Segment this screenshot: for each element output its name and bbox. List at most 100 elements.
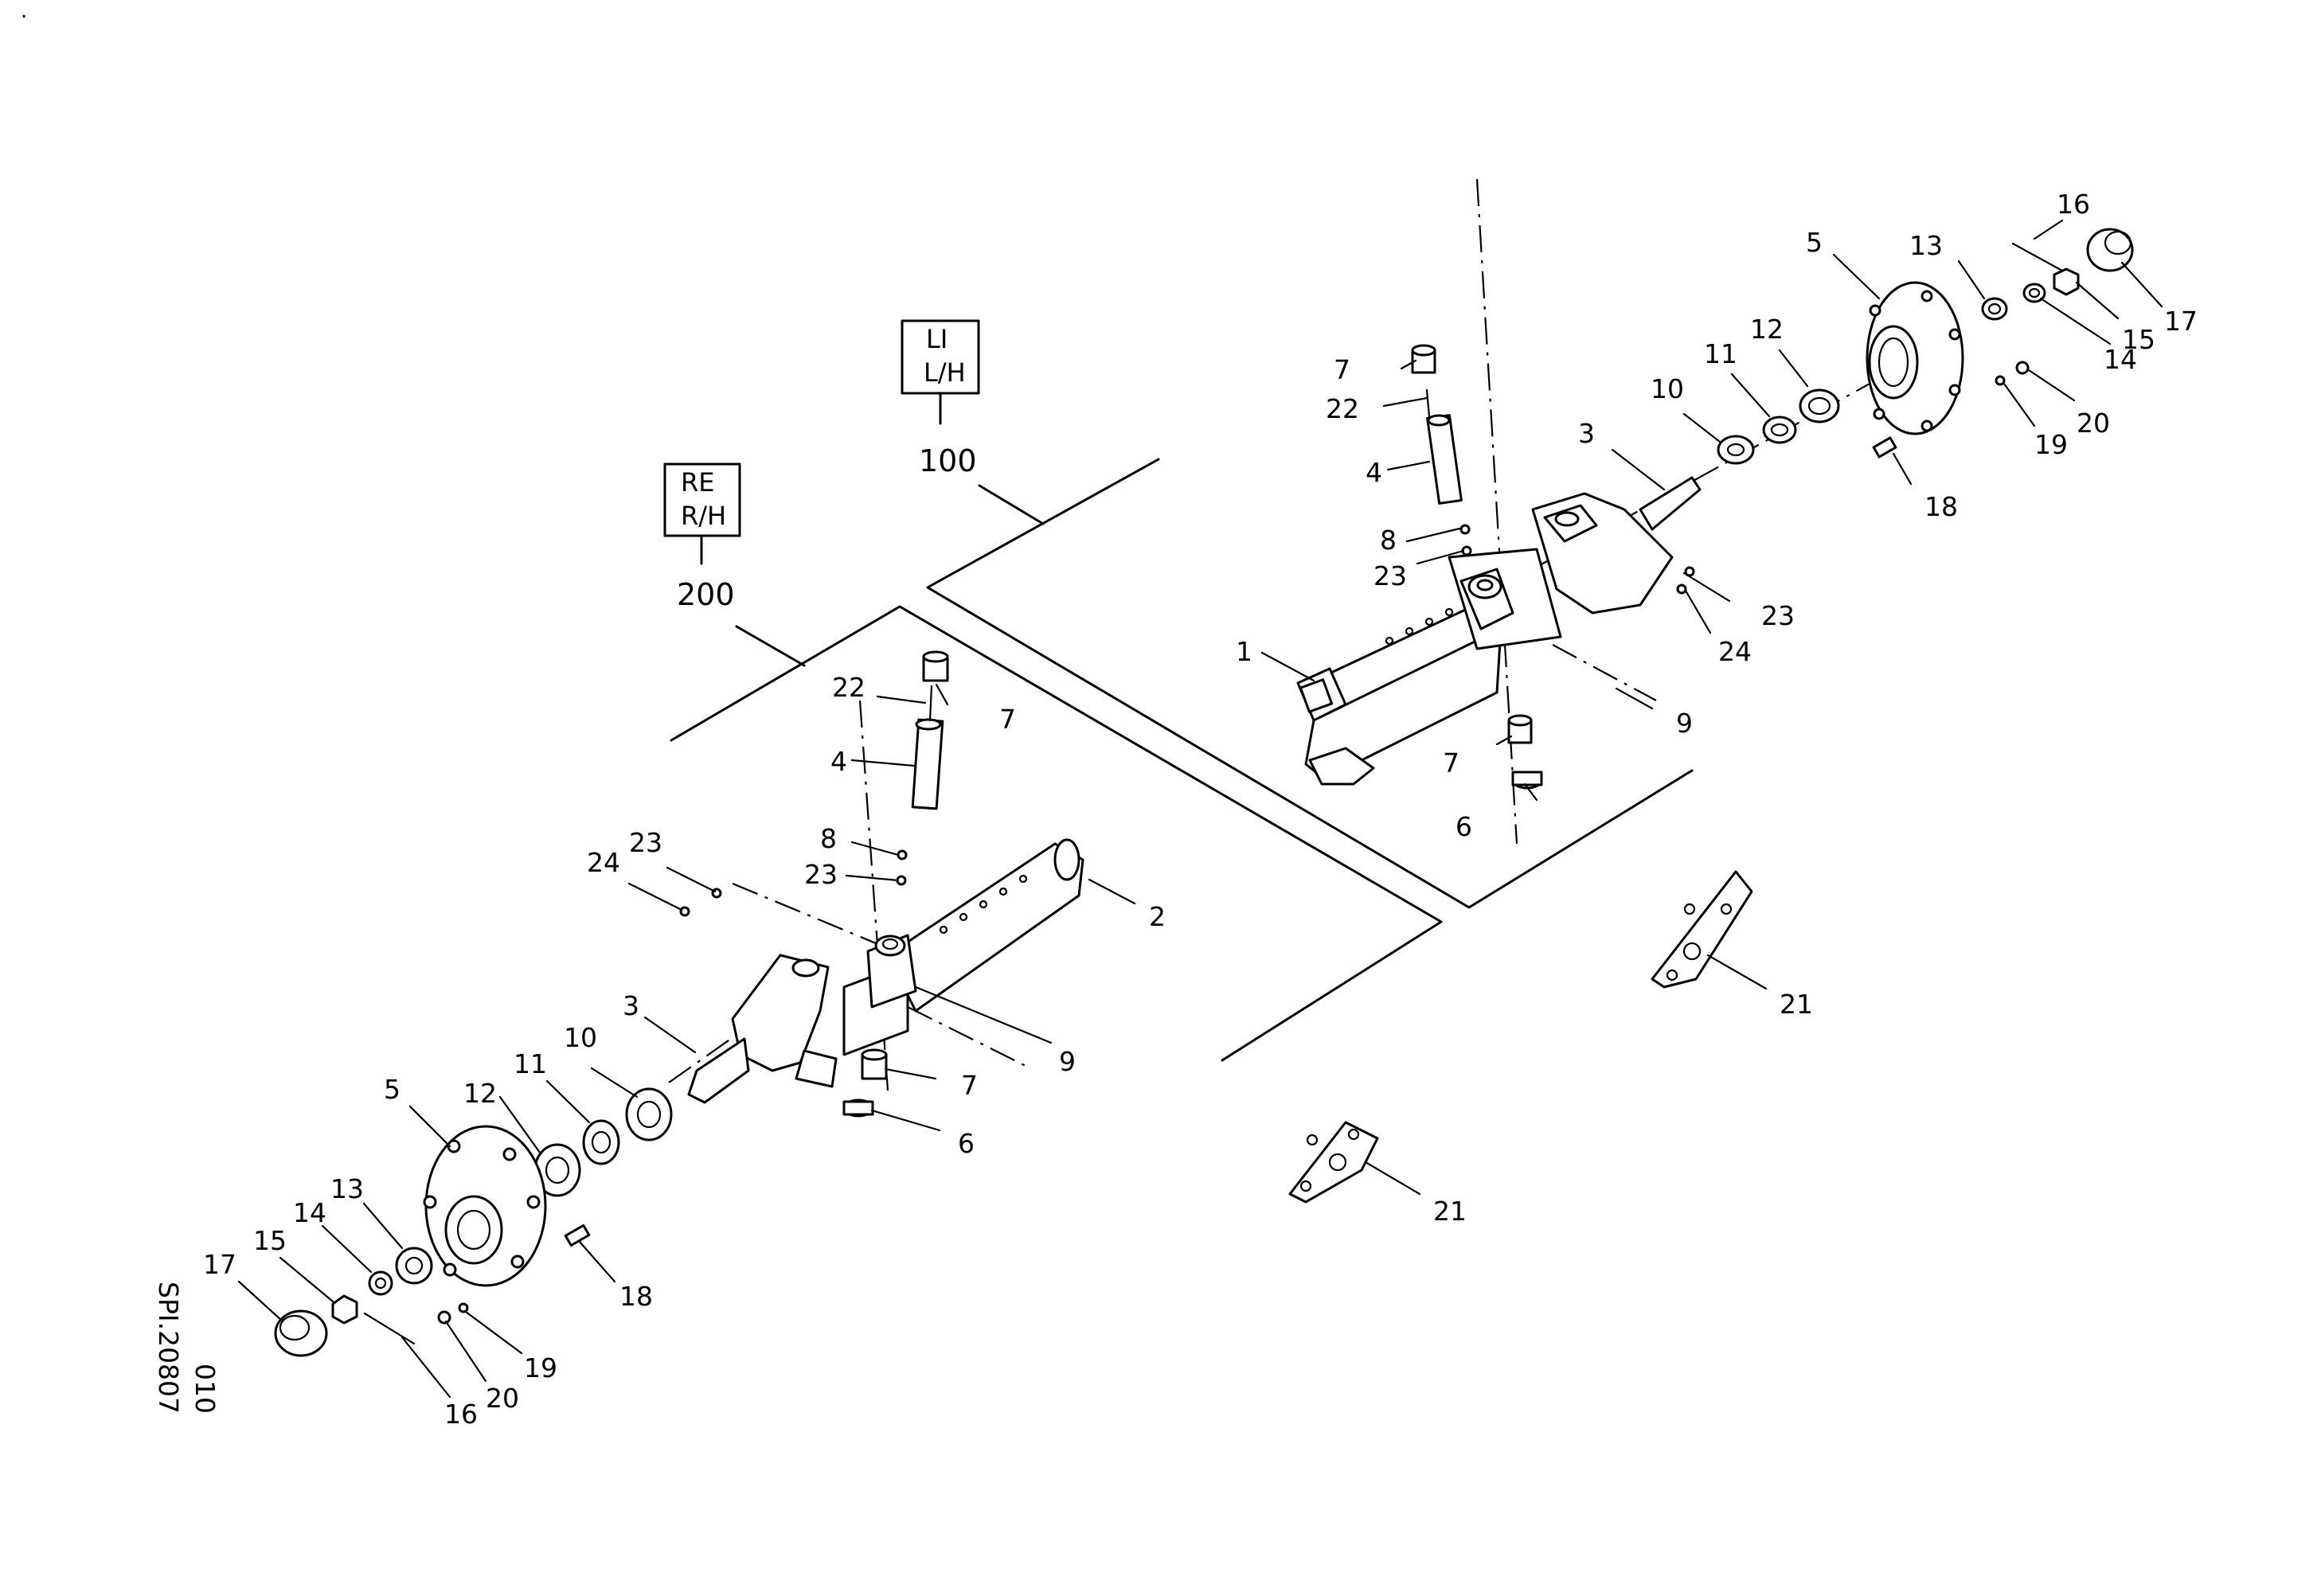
callout-lh-3: 3 — [1578, 418, 1595, 449]
group-lh-line2: L/H — [924, 357, 966, 388]
lh-bearing-13 — [1981, 297, 2008, 321]
rh-bearing-12 — [533, 1143, 581, 1197]
callout-lh-24: 24 — [1718, 636, 1752, 667]
callout-rh-23b: 23 — [629, 827, 662, 858]
lh-kingpin — [1425, 388, 1463, 505]
rh-steering-bracket — [842, 934, 917, 1056]
callout-rh-4: 4 — [830, 746, 847, 777]
rh-washer-19 — [458, 1302, 469, 1313]
callout-rh-12: 12 — [463, 1078, 497, 1109]
group-rh-code: 200 — [677, 577, 735, 612]
rh-nut-20 — [437, 1310, 451, 1325]
rh-seal-10 — [625, 1087, 673, 1141]
callout-lh-21: 21 — [1780, 989, 1813, 1020]
callout-lh-17: 17 — [2164, 306, 2198, 337]
rh-assembly — [274, 650, 1379, 1357]
callout-rh-22: 22 — [832, 672, 865, 703]
rh-stub-axle — [687, 954, 838, 1104]
callout-rh-3: 3 — [623, 990, 639, 1021]
callout-rh-5: 5 — [384, 1074, 401, 1105]
callout-rh-19: 19 — [524, 1352, 557, 1383]
lh-hub-cap-17 — [2086, 228, 2134, 272]
lh-wheel-hub — [1866, 281, 1964, 435]
callout-lh-7b: 7 — [1443, 747, 1459, 778]
callout-rh-2: 2 — [1149, 901, 1166, 932]
lh-cotter-pin-16 — [2011, 242, 2064, 272]
callout-rh-10: 10 — [564, 1022, 597, 1053]
drawing-code: SPI.20807 — [153, 1282, 184, 1414]
callout-lh-11: 11 — [1704, 338, 1737, 369]
lh-nut-20 — [2015, 361, 2030, 375]
callout-rh-23a: 23 — [804, 859, 838, 890]
lh-wheel-bolt-18 — [1872, 436, 1897, 459]
group-lh-code: 100 — [919, 443, 977, 478]
lh-nipple-24 — [1684, 566, 1695, 577]
callout-rh-13: 13 — [330, 1173, 364, 1204]
rh-washer-14 — [368, 1270, 393, 1296]
rh-cover-plate — [1288, 1121, 1379, 1204]
callout-rh-18: 18 — [619, 1281, 653, 1312]
callout-lh-5: 5 — [1806, 227, 1823, 258]
lh-bearing-12 — [1799, 388, 1840, 423]
lh-seal-11 — [1762, 416, 1797, 444]
lh-bushing-bottom — [1507, 714, 1533, 744]
callout-lh-1: 1 — [1236, 636, 1252, 667]
rh-kingpin — [911, 685, 944, 810]
rh-wheel-bolt-18 — [564, 1223, 591, 1247]
callout-rh-21: 21 — [1433, 1196, 1467, 1227]
group-rh-line1: RE — [681, 467, 714, 498]
callout-lh-6: 6 — [1456, 811, 1472, 842]
rh-nut-15 — [331, 1294, 358, 1325]
callout-rh-15: 15 — [253, 1225, 287, 1256]
lh-stub-axle — [1531, 476, 1702, 615]
lh-cover-plate — [1651, 870, 1753, 989]
callout-rh-20: 20 — [486, 1383, 519, 1414]
callout-lh-19: 19 — [2034, 429, 2068, 460]
rh-nipple-8 — [897, 849, 908, 860]
rh-cotter-pin-16 — [363, 1312, 416, 1345]
lh-nipple-23b — [1676, 583, 1687, 595]
group-lh-line1: LI — [926, 324, 948, 354]
lh-nut-15 — [2053, 267, 2080, 296]
group-rh-line2: R/H — [681, 501, 726, 531]
callout-lh-15: 15 — [2122, 324, 2155, 355]
callout-rh-24: 24 — [587, 847, 620, 878]
lh-nipple-8 — [1459, 524, 1471, 535]
callout-rh-7a: 7 — [999, 704, 1016, 735]
group-label-lh: LI L/H 100 — [901, 319, 980, 478]
lh-axle-tube — [1296, 591, 1518, 786]
callout-lh-22: 22 — [1326, 393, 1359, 424]
callout-lh-12: 12 — [1750, 314, 1784, 345]
callout-lh-9: 9 — [1676, 708, 1693, 739]
rh-bearing-13 — [395, 1247, 433, 1285]
corner-mark: . — [21, 0, 27, 23]
callout-rh-8: 8 — [820, 823, 837, 854]
callout-rh-9: 9 — [1059, 1046, 1076, 1077]
group-label-rh: RE R/H 200 — [663, 462, 741, 612]
callout-lh-23a: 23 — [1373, 560, 1407, 591]
rh-hub-cap-17 — [274, 1309, 328, 1357]
rh-bushing-top — [922, 650, 949, 682]
callouts-lh: 1 3 4 5 6 7 7 8 9 10 11 12 13 14 15 16 1… — [1236, 189, 2198, 1020]
callout-lh-10: 10 — [1651, 373, 1684, 404]
lh-steering-bracket — [1448, 548, 1562, 650]
lh-assembly — [1296, 178, 2134, 989]
lh-bushing-top — [1411, 344, 1436, 374]
callout-lh-8: 8 — [1380, 525, 1397, 556]
rh-seal-11 — [582, 1119, 620, 1165]
callout-lh-20: 20 — [2077, 408, 2110, 439]
lh-washer-14 — [2022, 283, 2046, 303]
lh-thrust-washer — [1511, 771, 1543, 790]
rh-thrust-washer — [842, 1098, 874, 1118]
callout-rh-6: 6 — [958, 1128, 975, 1159]
callout-lh-7a: 7 — [1334, 354, 1350, 385]
lh-seal-10 — [1717, 435, 1755, 465]
callout-rh-17: 17 — [203, 1249, 236, 1280]
callout-rh-14: 14 — [293, 1197, 326, 1228]
lh-washer-19 — [1995, 375, 2006, 386]
callout-lh-14: 14 — [2104, 344, 2137, 375]
rh-axle-beam — [886, 838, 1084, 1013]
rh-nipple-24 — [679, 906, 690, 917]
rh-bushing-bottom — [861, 1048, 888, 1080]
